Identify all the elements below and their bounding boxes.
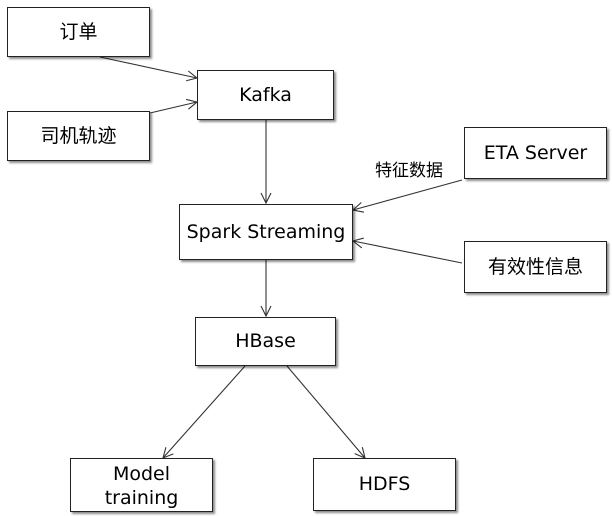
edge-label-feature-data: 特征数据 bbox=[375, 161, 443, 181]
node-validity-info-label: 有效性信息 bbox=[487, 255, 583, 278]
edge-validity-to-spark bbox=[353, 241, 463, 264]
node-driver-trajectory-label: 司机轨迹 bbox=[40, 124, 117, 147]
edge-eta-to-spark bbox=[353, 179, 463, 210]
node-kafka: Kafka bbox=[197, 70, 334, 120]
node-hbase: HBase bbox=[195, 317, 336, 366]
node-spark-streaming: Spark Streaming bbox=[179, 204, 353, 260]
node-kafka-label: Kafka bbox=[239, 83, 292, 106]
edge-trajectory-to-kafka bbox=[149, 102, 197, 114]
node-order-label: 订单 bbox=[59, 20, 98, 43]
node-eta-server-label: ETA Server bbox=[483, 141, 588, 164]
node-hdfs: HDFS bbox=[313, 458, 456, 511]
node-order: 订单 bbox=[7, 7, 150, 57]
node-model-training-line1: Model bbox=[112, 463, 171, 486]
node-model-training: Model training bbox=[70, 458, 213, 512]
edge-hbase-to-hdfs bbox=[286, 365, 365, 458]
node-driver-trajectory: 司机轨迹 bbox=[7, 111, 150, 161]
node-spark-streaming-label: Spark Streaming bbox=[186, 220, 346, 243]
node-hbase-label: HBase bbox=[235, 330, 296, 353]
node-eta-server: ETA Server bbox=[464, 127, 607, 179]
edge-hbase-to-model bbox=[163, 365, 246, 458]
node-validity-info: 有效性信息 bbox=[464, 241, 607, 293]
node-model-training-line2: training bbox=[104, 487, 179, 509]
node-hdfs-label: HDFS bbox=[358, 473, 411, 496]
edge-order-to-kafka bbox=[99, 56, 197, 78]
